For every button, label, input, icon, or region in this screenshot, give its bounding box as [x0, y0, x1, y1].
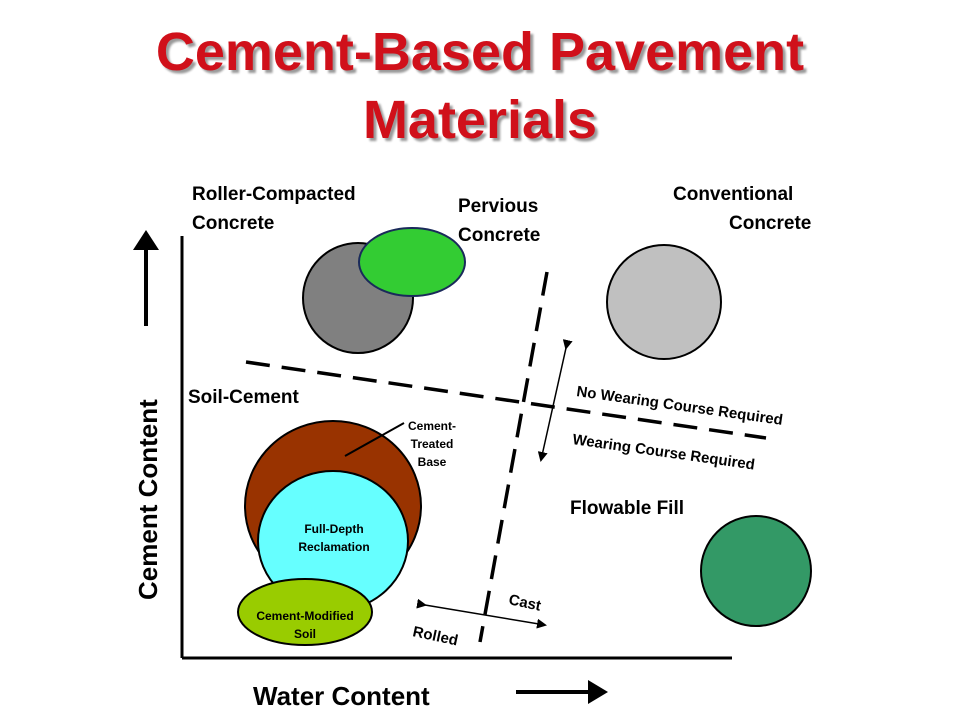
fdr-label-line-2: Reclamation: [298, 540, 369, 554]
title-line-2: Materials: [362, 90, 598, 150]
cast-rolled-boundary: [478, 271, 549, 643]
flowable-fill-circle: [700, 515, 812, 627]
y-axis-arrowhead: [133, 230, 159, 250]
soil-cement-label: Soil-Cement: [188, 387, 300, 408]
x-axis-arrowhead: [588, 680, 608, 704]
y-axis-label: Cement Content: [133, 399, 163, 600]
x-axis-label: Water Content: [253, 681, 430, 711]
flowable-fill-label: Flowable Fill: [570, 498, 684, 519]
conventional-circle: [606, 244, 722, 360]
rcc-label-line-2: Concrete: [192, 213, 274, 234]
pervious-label-line-1: Pervious: [458, 196, 538, 217]
conventional-label-line-2: Concrete: [729, 213, 811, 234]
cast-label: Cast: [507, 591, 542, 614]
wearing-label: Wearing Course Required: [571, 431, 756, 473]
rcc-label-line-1: Roller-Compacted: [192, 184, 356, 205]
pervious-ellipse: [358, 227, 466, 297]
rolled-label: Rolled: [411, 623, 459, 649]
ctb-label-line-2: Treated: [411, 437, 454, 451]
fdr-label-line-1: Full-Depth: [304, 522, 363, 536]
conventional-label-line-1: Conventional: [673, 184, 793, 205]
cms-label-line-2: Soil: [294, 627, 316, 641]
no-wearing-label: No Wearing Course Required: [575, 383, 783, 429]
pervious-label-line-2: Concrete: [458, 225, 540, 246]
title-line-1: Cement-Based Pavement: [155, 22, 805, 82]
cms-ellipse: [237, 578, 373, 646]
ctb-leader-line: [344, 422, 405, 457]
wearing-double-arrow: [537, 339, 573, 462]
ctb-label-line-1: Cement-: [408, 419, 456, 433]
ctb-label-line-3: Base: [418, 455, 447, 469]
cast-rolled-double-arrow: [416, 598, 547, 629]
wearing-course-boundary: [245, 360, 767, 440]
cms-label-line-1: Cement-Modified: [256, 609, 353, 623]
